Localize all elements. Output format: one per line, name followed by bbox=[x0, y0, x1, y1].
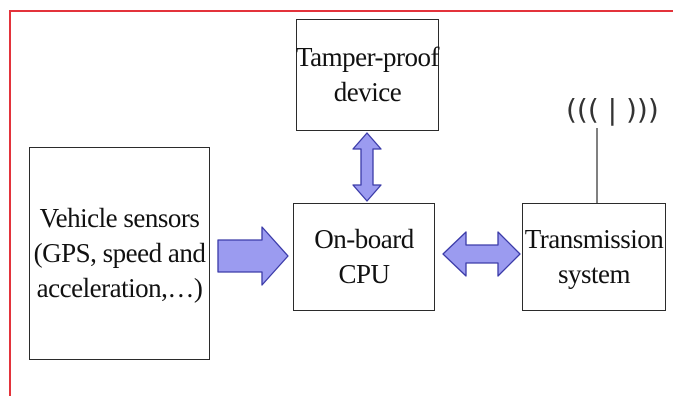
antenna-signal-icon: ((( | ))) bbox=[566, 93, 659, 126]
sensors-to-cpu-arrow bbox=[217, 226, 289, 286]
tamper-box-label-line2: device bbox=[333, 77, 402, 107]
diagram-frame bbox=[9, 10, 673, 396]
cpu-box-label-line1: On-board bbox=[314, 223, 414, 254]
sensors-box-label-line1: Vehicle sensors bbox=[39, 202, 200, 233]
cpu-transmission-double-arrow bbox=[442, 231, 521, 277]
transmission-box-label-line2: system bbox=[557, 259, 631, 289]
on-board-cpu-box: On-board CPU bbox=[293, 203, 435, 311]
transmission-box-label-line1: Transmission bbox=[524, 223, 664, 254]
tamper-proof-device-box: Tamper-proof device bbox=[296, 19, 440, 131]
cpu-box-label-line2: CPU bbox=[338, 259, 390, 289]
vehicle-sensors-box: Vehicle sensors (GPS, speed and accelera… bbox=[29, 147, 210, 360]
transmission-system-box: Transmission system bbox=[522, 203, 666, 311]
tamper-cpu-double-arrow bbox=[352, 132, 382, 202]
sensors-box-label-line3: acceleration,…) bbox=[36, 273, 203, 304]
tamper-box-label-line1: Tamper-proof bbox=[296, 41, 440, 72]
sensors-box-label-line2: (GPS, speed and bbox=[33, 237, 206, 268]
